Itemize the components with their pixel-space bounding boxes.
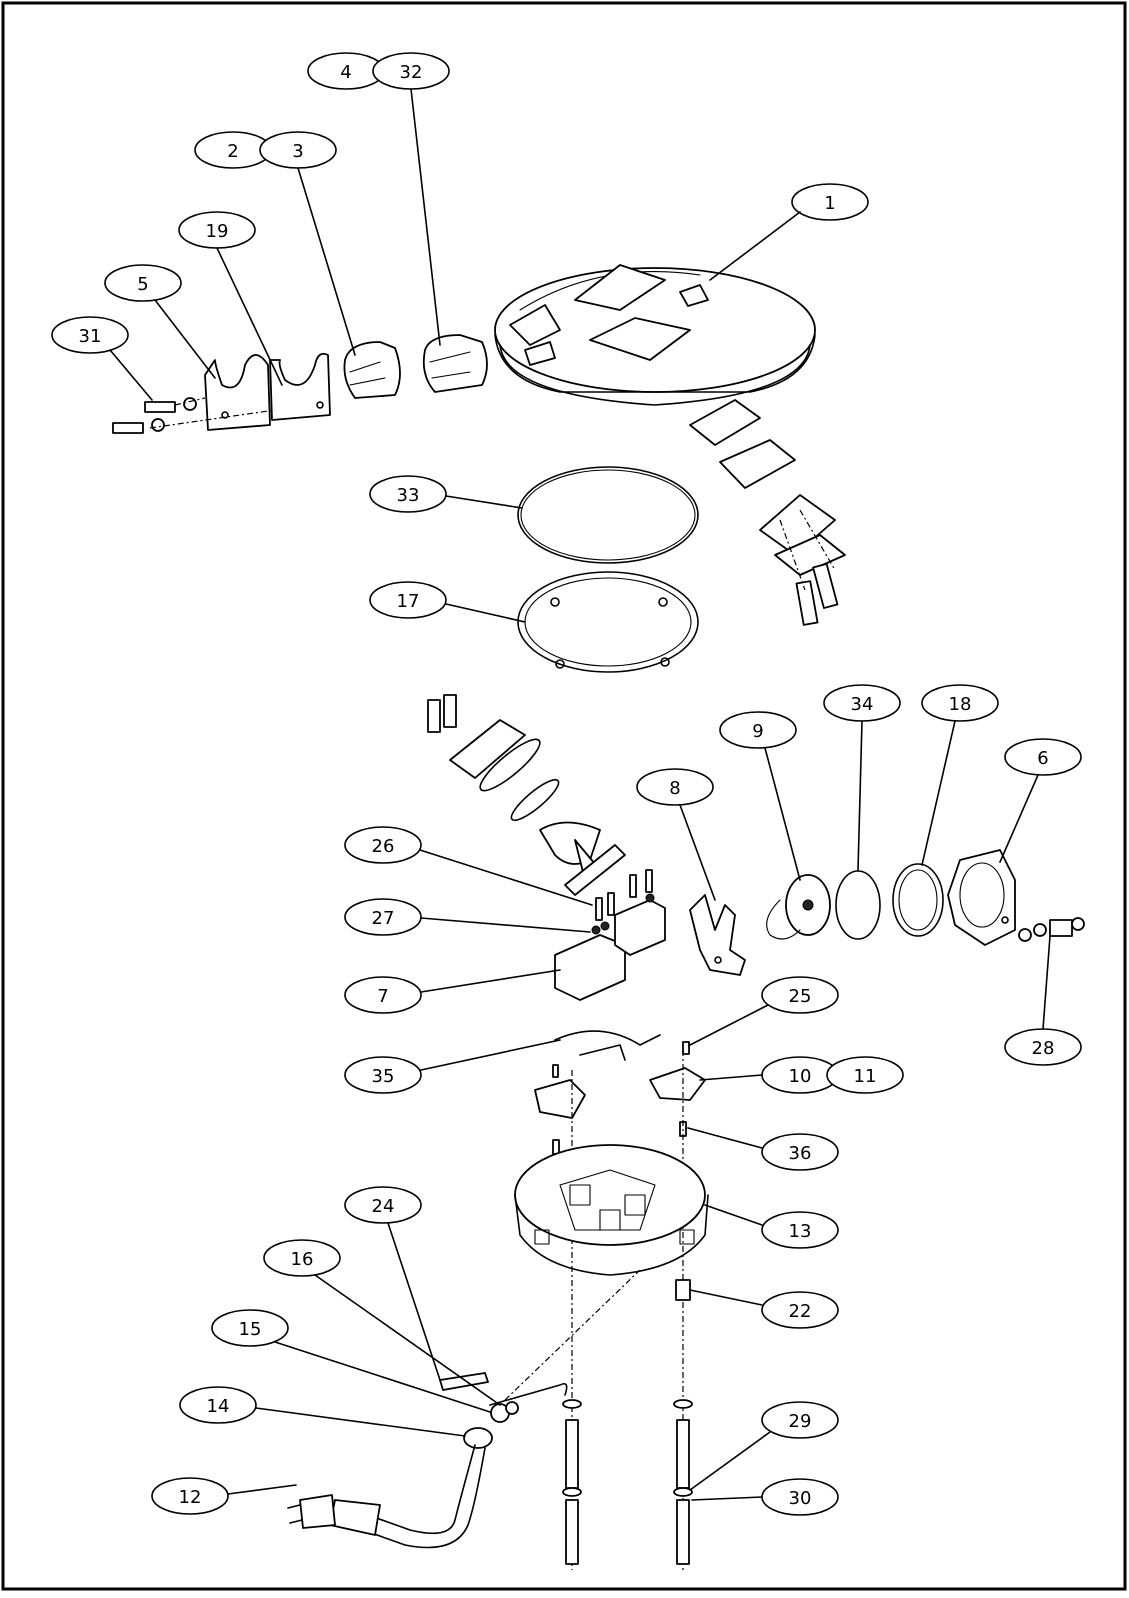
callout-17: 17 <box>369 581 526 623</box>
callout-9: 9 <box>719 711 801 881</box>
part-7-terminal-block <box>554 869 666 1001</box>
callout-27: 27 <box>344 898 591 936</box>
callout-8: 8 <box>636 768 716 901</box>
svg-text:34: 34 <box>851 694 874 715</box>
svg-text:33: 33 <box>397 485 420 506</box>
part-cover-hardware-right <box>689 399 846 626</box>
callout-3: 3 <box>259 131 356 356</box>
callout-1: 1 <box>709 183 869 281</box>
callout-26: 26 <box>344 826 593 906</box>
part-22-plug <box>675 1279 691 1301</box>
callout-29: 29 <box>689 1401 839 1491</box>
svg-text:12: 12 <box>179 1487 202 1508</box>
callout-35: 35 <box>344 1039 561 1094</box>
part-33-gasket <box>517 466 699 564</box>
part-lamp-assembly <box>427 694 626 896</box>
svg-text:27: 27 <box>372 908 395 929</box>
part-14-grommet <box>463 1427 493 1449</box>
part-16-15-nut <box>490 1401 519 1423</box>
callout-10: 10 <box>699 1056 839 1094</box>
callout-11: 11 <box>826 1056 904 1094</box>
svg-text:28: 28 <box>1032 1038 1055 1059</box>
part-35-harness <box>554 1030 661 1061</box>
callout-15: 15 <box>211 1309 491 1413</box>
svg-text:32: 32 <box>400 62 423 83</box>
callout-14: 14 <box>179 1386 466 1437</box>
svg-text:2: 2 <box>227 141 238 162</box>
part-32-shroud <box>422 334 488 393</box>
part-13-base <box>514 1144 709 1276</box>
svg-text:10: 10 <box>789 1066 812 1087</box>
svg-text:9: 9 <box>752 721 763 742</box>
part-switch-left <box>534 1064 586 1155</box>
svg-text:22: 22 <box>789 1301 812 1322</box>
callout-30: 30 <box>691 1478 839 1516</box>
callout-32: 32 <box>372 52 450 346</box>
callout-16: 16 <box>263 1239 501 1406</box>
part-18-ring <box>892 863 944 937</box>
part-8-bracket <box>689 894 746 976</box>
part-10-11-switch-right <box>649 1041 706 1137</box>
callout-24: 24 <box>344 1186 441 1381</box>
callout-7: 7 <box>344 969 561 1014</box>
svg-text:30: 30 <box>789 1488 812 1509</box>
svg-text:31: 31 <box>79 326 102 347</box>
part-3-shroud <box>343 341 401 399</box>
part-28-fitting <box>1018 917 1085 942</box>
callout-12: 12 <box>151 1477 297 1515</box>
callout-33: 33 <box>369 475 523 513</box>
svg-text:15: 15 <box>239 1319 262 1340</box>
part-6-plate <box>947 849 1016 946</box>
part-29-30-bolts <box>562 1399 693 1565</box>
part-34-lens <box>835 870 881 940</box>
svg-text:5: 5 <box>137 274 148 295</box>
callout-13: 13 <box>704 1204 839 1249</box>
callout-layer: 4 32 2 3 1 19 5 <box>51 52 1082 1516</box>
callout-18: 18 <box>921 684 999 866</box>
part-24-sleeve <box>439 1372 489 1391</box>
svg-text:16: 16 <box>291 1249 314 1270</box>
part-17-ring <box>517 571 699 673</box>
svg-text:36: 36 <box>789 1143 812 1164</box>
svg-text:6: 6 <box>1037 748 1048 769</box>
svg-text:11: 11 <box>854 1066 877 1087</box>
callout-28: 28 <box>1004 935 1082 1066</box>
svg-text:18: 18 <box>949 694 972 715</box>
callout-5: 5 <box>104 264 216 379</box>
svg-text:4: 4 <box>340 62 351 83</box>
svg-text:14: 14 <box>207 1396 230 1417</box>
callout-6: 6 <box>999 738 1082 863</box>
svg-text:3: 3 <box>292 141 303 162</box>
svg-text:8: 8 <box>669 778 680 799</box>
svg-text:29: 29 <box>789 1411 812 1432</box>
svg-text:19: 19 <box>206 221 229 242</box>
callout-34: 34 <box>823 684 901 871</box>
callout-22: 22 <box>689 1289 839 1329</box>
callout-25: 25 <box>689 976 839 1046</box>
svg-text:35: 35 <box>372 1066 395 1087</box>
svg-text:17: 17 <box>397 591 420 612</box>
callout-31: 31 <box>51 316 153 401</box>
part-1-top-cover <box>494 264 816 406</box>
svg-text:13: 13 <box>789 1221 812 1242</box>
part-9-socket <box>766 874 831 940</box>
callout-36: 36 <box>687 1127 839 1171</box>
svg-text:24: 24 <box>372 1196 395 1217</box>
svg-text:25: 25 <box>789 986 812 1007</box>
svg-text:1: 1 <box>824 193 835 214</box>
svg-text:7: 7 <box>377 986 388 1007</box>
part-19-bracket <box>269 352 331 421</box>
svg-text:26: 26 <box>372 836 395 857</box>
part-12-cord <box>287 1444 486 1549</box>
callout-19: 19 <box>178 211 283 386</box>
part-5-bracket <box>204 354 271 431</box>
